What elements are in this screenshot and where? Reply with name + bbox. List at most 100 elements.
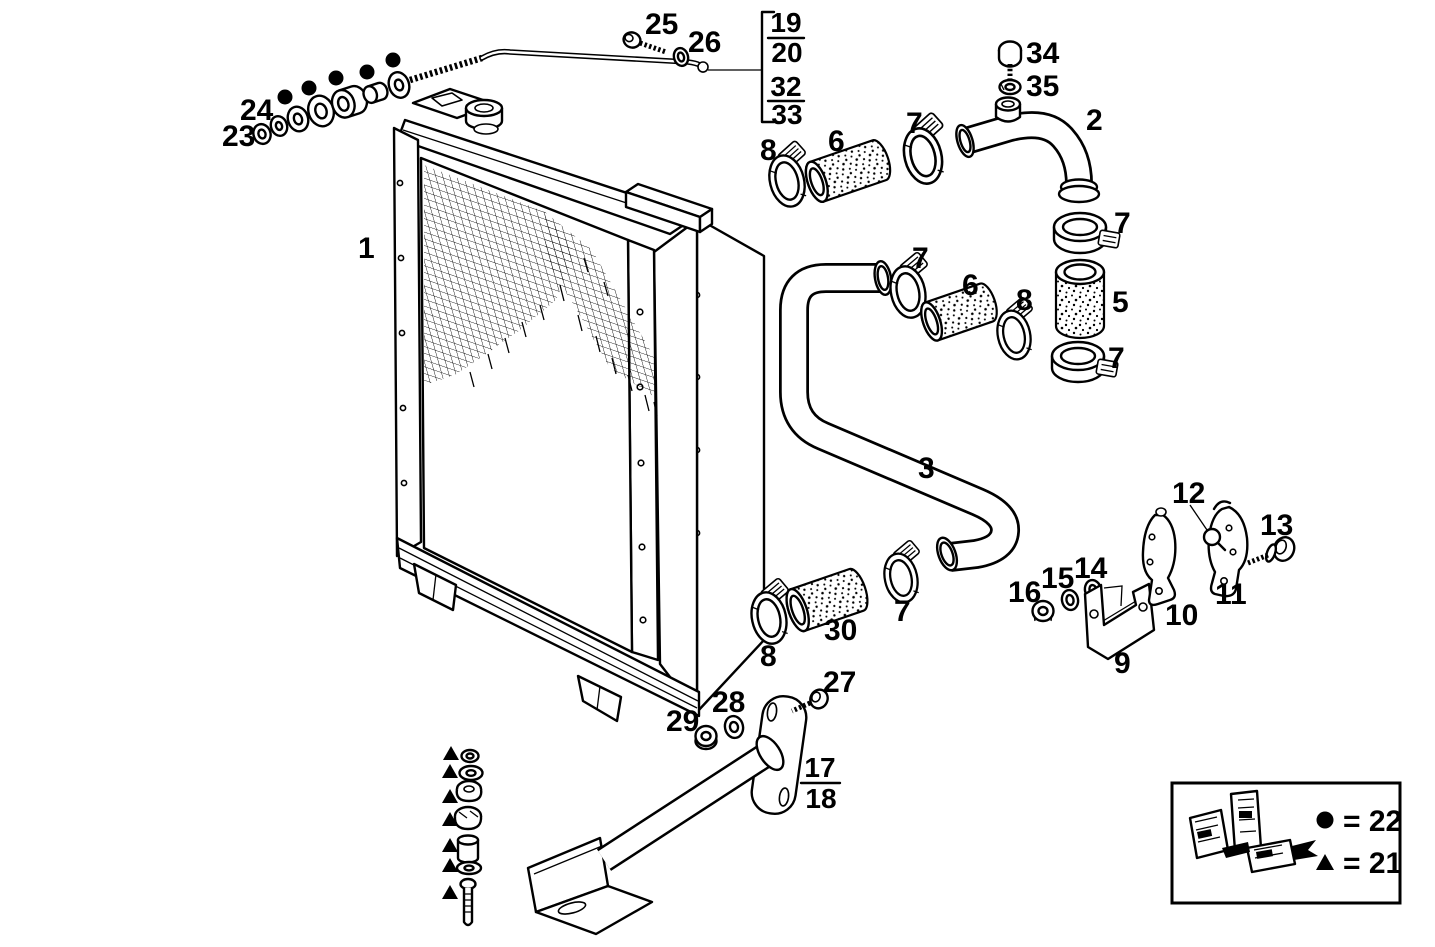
dot-marker <box>328 70 344 86</box>
pipe-opening <box>955 123 975 159</box>
callout-28: 28 <box>712 686 745 719</box>
nut <box>252 122 272 146</box>
hose-clamp <box>1052 211 1122 255</box>
radiator-foot <box>412 562 458 612</box>
bolt <box>1247 536 1296 566</box>
triangle-marker <box>443 746 459 760</box>
support-arm-assembly: 29 28 27 17 18 <box>526 666 856 936</box>
water-hose-assembly: 7 6 8 3 <box>779 242 1045 572</box>
lower-hose-parts: 8 30 7 <box>743 536 932 673</box>
dot-marker <box>359 64 375 80</box>
bolt <box>997 40 1023 80</box>
callout-20: 20 <box>771 37 802 68</box>
nut <box>694 724 718 751</box>
mesh-stub-lines <box>469 257 658 417</box>
callout-34: 34 <box>1026 37 1060 70</box>
triangle-marker <box>442 885 458 899</box>
leader-line <box>1103 585 1123 607</box>
bolt <box>622 31 667 55</box>
hose-sleeve <box>804 139 892 204</box>
bolt <box>459 877 477 927</box>
pipe-flare <box>1057 184 1101 204</box>
washer <box>998 78 1022 96</box>
washer <box>723 714 745 740</box>
radiator-foot <box>576 674 623 723</box>
hose-sleeve <box>785 567 869 633</box>
fraction-bracket: 19 20 32 33 <box>760 7 806 130</box>
rod-eyelet <box>697 61 709 73</box>
nut <box>460 748 480 764</box>
triangle-marker <box>442 838 458 852</box>
washer <box>269 114 289 138</box>
callout-5: 5 <box>1112 286 1129 319</box>
triangle-fastener-column <box>442 746 484 927</box>
callout-15: 15 <box>1041 562 1074 595</box>
bolt <box>790 688 829 714</box>
hose-opening <box>873 260 893 296</box>
callout-33: 33 <box>771 99 802 130</box>
radiator-top-bracket <box>624 182 714 234</box>
dot-marker <box>277 89 293 105</box>
washer <box>458 764 484 782</box>
callout-6: 6 <box>962 269 979 302</box>
callout-27: 27 <box>823 666 856 699</box>
callout-17: 17 <box>804 752 835 783</box>
hose-sleeve <box>1054 258 1106 340</box>
legend-dot-icon <box>1316 811 1334 829</box>
arm-collar <box>755 734 785 772</box>
rubber-mount <box>455 779 483 803</box>
callout-2: 2 <box>1086 104 1103 137</box>
callout-18: 18 <box>805 783 836 814</box>
triangle-marker <box>442 789 458 803</box>
callout-19: 19 <box>770 7 801 38</box>
nut <box>1031 599 1055 623</box>
sleeve-clamp-column: 7 5 7 <box>1050 207 1131 384</box>
callout-25: 25 <box>645 8 678 41</box>
callout-1: 1 <box>358 232 375 265</box>
washer <box>455 860 483 876</box>
triangle-marker <box>442 812 458 826</box>
mount-stud-assembly: 23 24 <box>222 52 411 153</box>
threaded-end <box>409 54 483 84</box>
callout-23: 23 <box>222 120 255 153</box>
callout-16: 16 <box>1008 576 1041 609</box>
callout-11: 11 <box>1215 578 1247 611</box>
legend: = 22 = 21 <box>1170 781 1402 905</box>
callout-10: 10 <box>1165 599 1198 632</box>
callout-26: 26 <box>688 26 721 59</box>
hose-sleeve <box>920 282 998 342</box>
tie-rod-assembly: 25 26 <box>409 8 762 84</box>
callout-7: 7 <box>1114 207 1131 240</box>
hose-opening <box>935 536 959 572</box>
spacer <box>456 834 480 864</box>
hose-clamp <box>894 108 958 189</box>
callout-7: 7 <box>906 107 923 140</box>
callout-9: 9 <box>1114 647 1131 680</box>
callout-35: 35 <box>1026 70 1059 103</box>
bushing <box>306 94 336 128</box>
callout-7: 7 <box>912 242 929 275</box>
callout-14: 14 <box>1074 552 1108 585</box>
washer <box>286 105 310 133</box>
washer <box>672 46 690 68</box>
legend-triangle-value: = 21 <box>1343 847 1402 880</box>
callout-7: 7 <box>894 595 911 628</box>
callout-30: 30 <box>824 614 857 647</box>
filler-cap <box>411 87 504 135</box>
radiator: 1 <box>358 87 766 723</box>
callout-6: 6 <box>828 125 845 158</box>
support-bracket <box>1083 582 1156 661</box>
upper-hose-parts: 8 6 7 <box>760 107 958 212</box>
elbow-pipe-assembly: 34 35 2 <box>955 37 1103 204</box>
pin <box>1189 504 1227 552</box>
washer <box>1060 588 1080 612</box>
callout-32: 32 <box>770 71 801 102</box>
callout-8: 8 <box>760 134 777 167</box>
spacer <box>362 81 389 105</box>
pipe-boss <box>994 96 1022 123</box>
callout-8: 8 <box>760 640 777 673</box>
callout-29: 29 <box>666 705 699 738</box>
callout-3: 3 <box>918 452 935 485</box>
callout-24: 24 <box>240 94 274 127</box>
